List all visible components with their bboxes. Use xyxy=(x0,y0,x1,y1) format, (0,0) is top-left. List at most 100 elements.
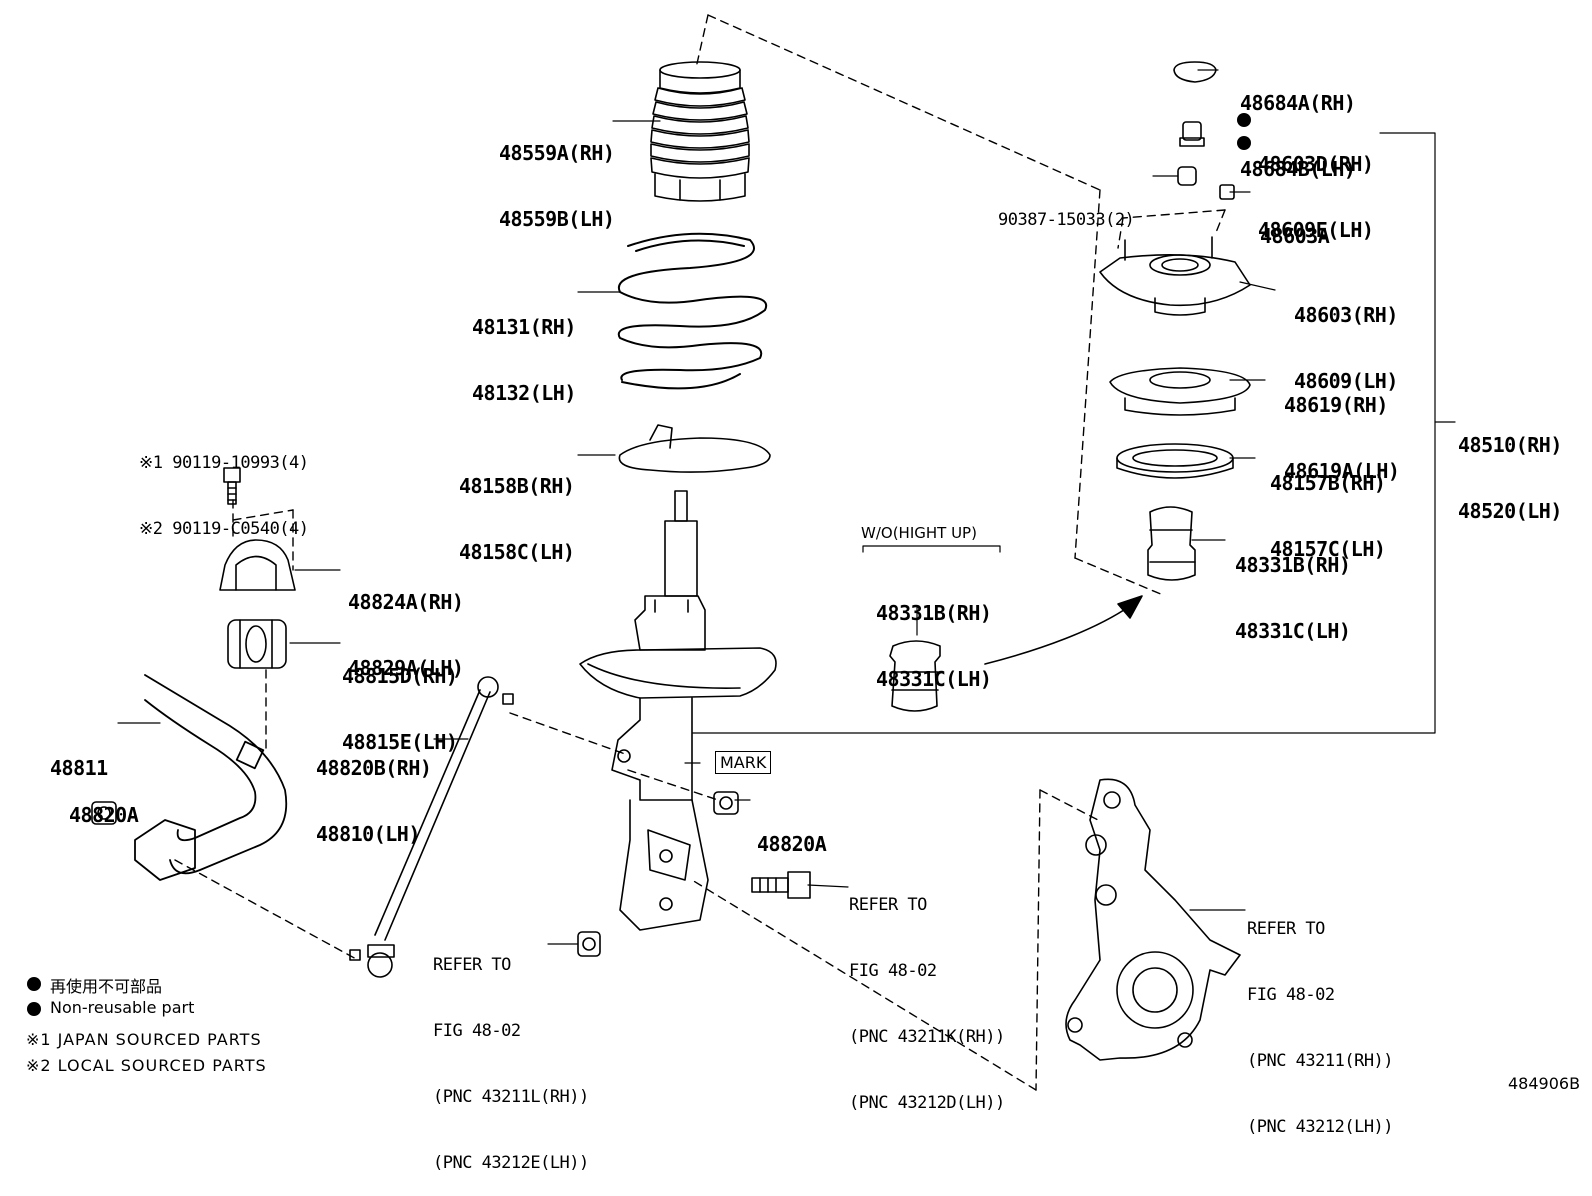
legend-note-local: ※2 LOCAL SOURCED PARTS xyxy=(26,1056,267,1075)
stabilizer-bar-drawing xyxy=(134,674,288,881)
refer-line: FIG 48-02 xyxy=(433,1021,521,1041)
label-line: 48810(LH) xyxy=(316,822,420,846)
legend-note-japan: ※1 JAPAN SOURCED PARTS xyxy=(26,1030,262,1049)
refer-strut-bolt: REFER TO FIG 48-02 (PNC 43211K(RH)) (PNC… xyxy=(849,850,1005,1136)
label-line: 48132(LH) xyxy=(472,381,576,405)
refer-line: REFER TO xyxy=(849,895,927,915)
label-line: 48559A(RH) xyxy=(499,141,615,165)
flange-nut-drawing xyxy=(577,931,601,957)
label-line: 48510(RH) xyxy=(1458,433,1562,457)
label-line: 90387-15033(2) xyxy=(998,210,1135,230)
label-spring-seat: 48157B(RH) 48157C(LH) xyxy=(1270,428,1386,582)
refer-line: (PNC 43212(LH)) xyxy=(1247,1117,1394,1137)
label-line: 48158C(LH) xyxy=(459,540,575,564)
strut-bolt-drawing xyxy=(751,871,811,899)
label-line: 48331C(LH) xyxy=(876,667,992,691)
label-bump-stopper: 48331B(RH) 48331C(LH) xyxy=(1235,510,1351,664)
label-upper-mount: 48603(RH) 48609(LH) xyxy=(1294,260,1398,414)
label-stabilizer-bar: 48811 xyxy=(50,713,108,801)
label-line: 48603A xyxy=(1260,224,1330,248)
assembly-dashed-outline xyxy=(174,14,1226,1091)
label-dust-boot: 48559A(RH) 48559B(LH) xyxy=(499,98,615,252)
steering-knuckle-drawing xyxy=(1065,778,1241,1061)
label-line: 48619A(LH) xyxy=(1284,459,1400,483)
legend-bullets xyxy=(27,113,1251,1016)
label-nut-mid: 48820A xyxy=(757,789,827,877)
refer-line: REFER TO xyxy=(1247,919,1325,939)
label-strut-assembly: 48510(RH) 48520(LH) xyxy=(1458,390,1562,544)
label-bracket: 48824A(RH) 48829A(LH) xyxy=(348,547,464,701)
label-nut-left: 48820A xyxy=(69,760,139,848)
label-line: ※2 90119-C0540(4) xyxy=(139,519,309,539)
nut-48603A-drawing xyxy=(1219,184,1235,200)
bushing-drawing xyxy=(227,619,287,669)
label-line: 48815D(RH) xyxy=(342,664,458,688)
bracket-drawing xyxy=(219,539,296,591)
label-bushing: 48815D(RH) 48815E(LH) xyxy=(342,621,458,775)
label-line: 48609E(LH) xyxy=(1258,218,1374,242)
label-bracket-bolts: ※1 90119-10993(4) ※2 90119-C0540(4) xyxy=(139,408,309,562)
nut-48820A-drawing xyxy=(91,791,739,825)
label-line: 48811 xyxy=(50,756,108,780)
label-line: 48331B(RH) xyxy=(1235,553,1351,577)
refer-line: FIG 48-02 xyxy=(1247,985,1335,1005)
label-line: 48829A(LH) xyxy=(348,656,464,680)
exploded-parts-diagram xyxy=(27,14,1456,1091)
cap-drawing xyxy=(1173,61,1217,83)
label-line: 48684B(LH) xyxy=(1240,157,1356,181)
label-bearing: 48619(RH) 48619A(LH) xyxy=(1284,350,1400,504)
bracket-bolt-drawing xyxy=(223,467,241,505)
label-stabilizer-link: 48820B(RH) 48810(LH) xyxy=(316,713,432,867)
bump-stopper-drawing xyxy=(1147,506,1196,581)
refer-line: REFER TO xyxy=(433,955,511,975)
label-line: 48331C(LH) xyxy=(1235,619,1351,643)
legend-non-reusable-en: Non-reusable part xyxy=(50,998,195,1017)
diagram-id: 484906B xyxy=(1508,1074,1581,1093)
label-line: 48157B(RH) xyxy=(1270,471,1386,495)
refer-line: (PNC 43212D(LH)) xyxy=(849,1093,1005,1113)
label-line: 48131(RH) xyxy=(472,315,576,339)
refer-knuckle: REFER TO FIG 48-02 (PNC 43211(RH)) (PNC … xyxy=(1247,874,1394,1160)
label-line: 48559B(LH) xyxy=(499,207,615,231)
label-line: 48158B(RH) xyxy=(459,474,575,498)
wo-caption: W/O(HIGHT UP) xyxy=(861,524,977,542)
label-line: 48609(LH) xyxy=(1294,369,1398,393)
upper-mount-drawing xyxy=(1099,236,1251,316)
refer-line: (PNC 43211(RH)) xyxy=(1247,1051,1394,1071)
spring-seat-drawing xyxy=(1116,443,1234,479)
label-cap: 48684A(RH) 48684B(LH) xyxy=(1240,48,1356,202)
label-line: 48619(RH) xyxy=(1284,393,1388,417)
label-spring-insulator: 48158B(RH) 48158C(LH) xyxy=(459,431,575,585)
bump-stopper-wo-drawing xyxy=(889,640,941,712)
label-line: 48820A xyxy=(757,832,827,856)
label-nut-48603d: 48603D(RH) 48609E(LH) xyxy=(1258,109,1374,263)
mark-label: MARK xyxy=(715,751,772,774)
refer-line: (PNC 43211L(RH)) xyxy=(433,1087,589,1107)
label-line: 48603(RH) xyxy=(1294,303,1398,327)
refer-line: (PNC 43211K(RH)) xyxy=(849,1027,1005,1047)
spring-insulator-drawing xyxy=(618,424,771,473)
label-line: 48520(LH) xyxy=(1458,499,1562,523)
label-coil-spring: 48131(RH) 48132(LH) xyxy=(472,272,576,426)
label-line: 48157C(LH) xyxy=(1270,537,1386,561)
label-spacer: 90387-15033(2) xyxy=(998,165,1135,253)
coil-spring-drawing xyxy=(617,232,768,390)
refer-line: (PNC 43212E(LH)) xyxy=(433,1153,589,1173)
label-line: 48820A xyxy=(69,803,139,827)
label-line: 48815E(LH) xyxy=(342,730,458,754)
arrow-wo-to-bumper xyxy=(984,595,1143,665)
refer-nut: REFER TO FIG 48-02 (PNC 43211L(RH)) (PNC… xyxy=(433,910,589,1196)
refer-line: FIG 48-02 xyxy=(849,961,937,981)
nut-48603D-drawing xyxy=(1179,121,1205,147)
label-line: 48684A(RH) xyxy=(1240,91,1356,115)
label-line: 48824A(RH) xyxy=(348,590,464,614)
label-line: 48820B(RH) xyxy=(316,756,432,780)
label-line: 48331B(RH) xyxy=(876,601,992,625)
strut-drawing xyxy=(579,490,777,931)
stabilizer-link-drawing xyxy=(349,676,514,978)
label-nut-48603a: 48603A xyxy=(1260,181,1330,269)
label-bump-stopper-wo: 48331B(RH) 48331C(LH) xyxy=(876,558,992,712)
legend-non-reusable-jp: 再使用不可部品 xyxy=(50,977,163,996)
dust-boot-drawing xyxy=(650,61,750,202)
label-line: 48603D(RH) xyxy=(1258,152,1374,176)
